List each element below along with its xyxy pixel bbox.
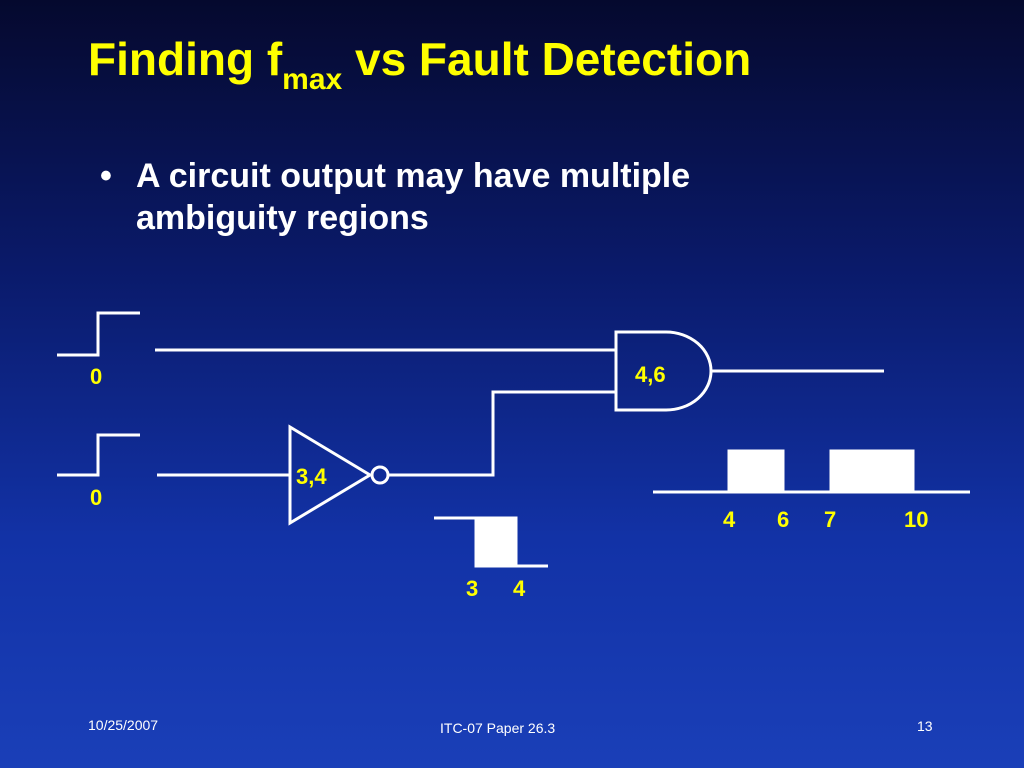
input-b-label: 0: [90, 485, 103, 510]
title-rest: vs Fault Detection: [342, 33, 752, 85]
inverter-wave-label-start: 3: [466, 576, 479, 601]
output-wave-label-10: 10: [904, 507, 929, 532]
bullet-text: A circuit output may have multiple ambig…: [136, 157, 691, 237]
inverter-gate: [288, 424, 373, 526]
and-gate: [614, 330, 713, 412]
footer-paper: ITC-07 Paper 26.3: [440, 720, 556, 736]
title-main: Finding f: [88, 33, 283, 85]
output-wave-label-7: 7: [824, 507, 837, 532]
footer-page-number: 13: [917, 718, 933, 734]
output-wave-label-6: 6: [777, 507, 790, 532]
inverter-wave-label-end: 4: [513, 576, 526, 601]
output-ambiguity-region-1: [727, 449, 785, 494]
bullet-marker: •: [100, 157, 112, 195]
and-gate-delay-label: 4,6: [635, 362, 666, 387]
input-b-waveform: [57, 433, 140, 477]
bullet-item: • A circuit output may have multiple amb…: [100, 155, 860, 239]
inverter-delay-label: 3,4: [296, 464, 327, 489]
footer-date: 10/25/2007: [88, 717, 159, 733]
output-ambiguity-region-2: [829, 449, 915, 494]
inverter-output-wire: [388, 390, 616, 477]
input-a-label: 0: [90, 364, 103, 389]
slide-title: Finding fmax vs Fault Detection: [88, 32, 752, 96]
inverter-bubble: [370, 465, 390, 485]
output-wave-label-4: 4: [723, 507, 736, 532]
input-a-waveform: [57, 311, 140, 357]
inverter-ambiguity-region: [474, 516, 518, 568]
title-subscript: max: [282, 63, 343, 96]
